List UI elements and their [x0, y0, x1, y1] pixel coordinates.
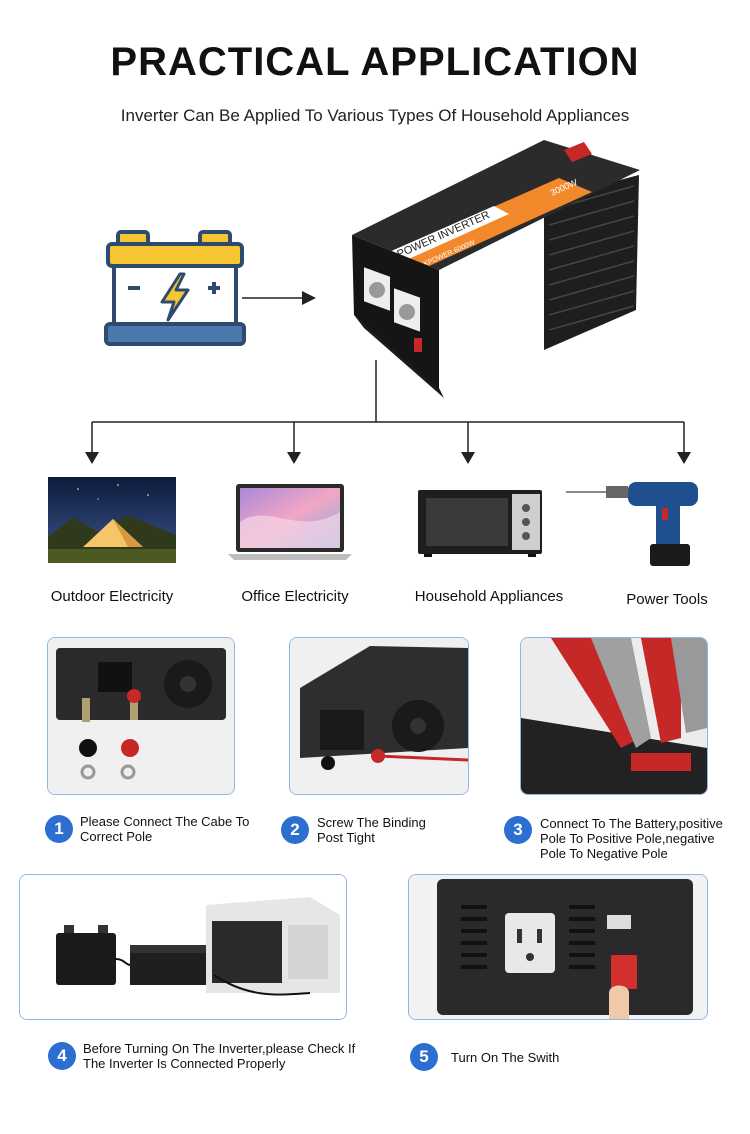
step-2-text: Screw The Binding Post Tight: [317, 815, 426, 845]
step-4-text: Before Turning On The Inverter,please Ch…: [83, 1041, 356, 1071]
step-2-image-frame: [289, 637, 469, 795]
battery-icon: [104, 230, 246, 346]
step-5-image-frame: [408, 874, 708, 1020]
battery-clamps-image: [521, 638, 707, 794]
step-3-image-frame: [520, 637, 708, 795]
arrow-down-icon: [461, 452, 475, 464]
step-1-text: Please Connect The Cabe To Correct Pole: [80, 814, 250, 844]
step-4-number-icon: 4: [48, 1042, 76, 1070]
inverter-image: POWER INVERTER PEAKPOWER 6000W 3000W: [352, 140, 640, 398]
category-label-power-tools: Power Tools: [626, 591, 708, 608]
outdoor-camping-image: [48, 477, 176, 563]
connected-setup-image: [20, 875, 346, 1019]
arrow-right-icon: [242, 291, 316, 305]
step-3-number-icon: 3: [504, 816, 532, 844]
power-drill-image: [566, 482, 698, 566]
binding-post-image: [290, 638, 468, 794]
category-label-office: Office Electricity: [241, 588, 349, 605]
terminal-posts-image: [48, 638, 234, 794]
power-switch-image: [409, 875, 707, 1019]
category-label-household: Household Appliances: [414, 588, 564, 605]
step-3-text: Connect To The Battery,positive Pole To …: [540, 816, 723, 861]
laptop-image: [228, 484, 352, 560]
microwave-oven-image: [418, 490, 542, 557]
distribution-connector: [85, 360, 691, 464]
step-1-image-frame: [47, 637, 235, 795]
page-title: PRACTICAL APPLICATION: [110, 40, 640, 84]
page-subtitle: Inverter Can Be Applied To Various Types…: [120, 106, 630, 125]
arrow-down-icon: [287, 452, 301, 464]
category-label-outdoor: Outdoor Electricity: [50, 588, 174, 605]
arrow-down-icon: [85, 452, 99, 464]
step-2-number-icon: 2: [281, 816, 309, 844]
arrow-down-icon: [677, 452, 691, 464]
step-1-number-icon: 1: [45, 815, 73, 843]
step-5-number-icon: 5: [410, 1043, 438, 1071]
step-5-text: Turn On The Swith: [451, 1050, 560, 1065]
step-4-image-frame: [19, 874, 347, 1020]
